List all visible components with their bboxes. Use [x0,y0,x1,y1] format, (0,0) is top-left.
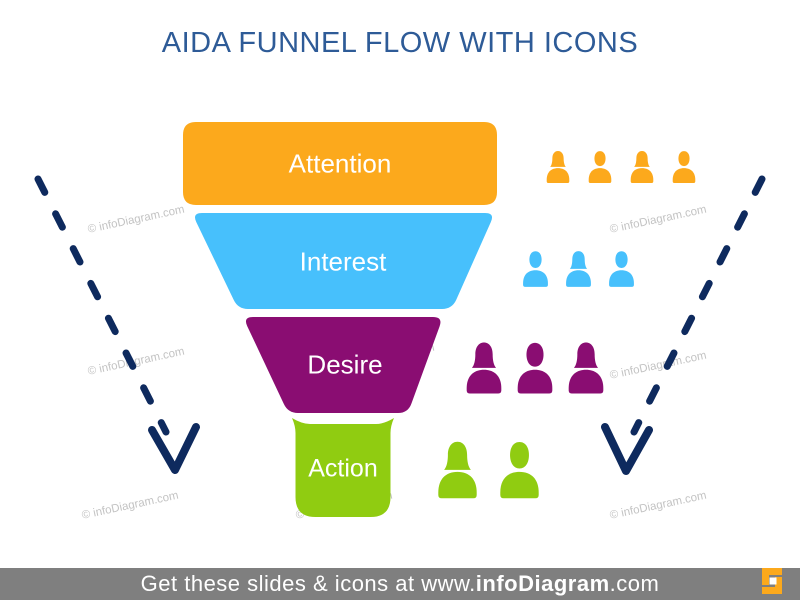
stage-label-interest: Interest [299,246,387,277]
attention-people-row [543,150,699,184]
right-arrowhead-icon [601,423,653,475]
funnel-stage-interest-shape [195,213,493,309]
person-male-icon [609,251,634,287]
right-dashed-arrow-line [630,175,766,436]
stage-label-attention: Attention [288,148,392,179]
person-female-icon [566,251,591,287]
desire-people-row [461,341,609,395]
left-arrowhead-icon [148,423,200,474]
logo-bottom-bracket [762,577,782,594]
logo-center-square [769,577,777,585]
person-female-icon [466,342,502,394]
interest-people-row [519,250,638,288]
left-dashed-arrow-line [34,175,170,436]
funnel-stage-action-shape [292,418,394,517]
funnel-stage-desire-shape [245,317,441,413]
person-male-icon [588,151,612,184]
footer-suffix: .com [609,571,660,596]
person-female-icon [568,342,604,394]
person-male-icon [672,151,696,184]
person-male-icon [500,442,539,499]
footer-bar: Get these slides & icons at www.infoDiag… [0,568,800,600]
funnel-stage-attention-shape [183,122,497,205]
page-title: AIDA FUNNEL FLOW WITH ICONS [161,27,639,59]
stage-label-desire: Desire [307,349,383,380]
footer-link[interactable]: Get these slides & icons at www.infoDiag… [141,571,660,597]
action-people-row [432,440,545,500]
person-female-icon [546,150,570,184]
stage-label-action: Action [308,454,378,483]
person-male-icon [517,342,553,394]
person-female-icon [630,150,654,184]
logo-top-bracket [762,568,782,585]
footer-prefix: Get these slides & icons at www. [140,571,476,596]
person-female-icon [438,441,477,499]
footer-brand: infoDiagram [475,571,610,596]
infodiagram-logo-icon [762,568,782,594]
person-male-icon [523,251,548,287]
